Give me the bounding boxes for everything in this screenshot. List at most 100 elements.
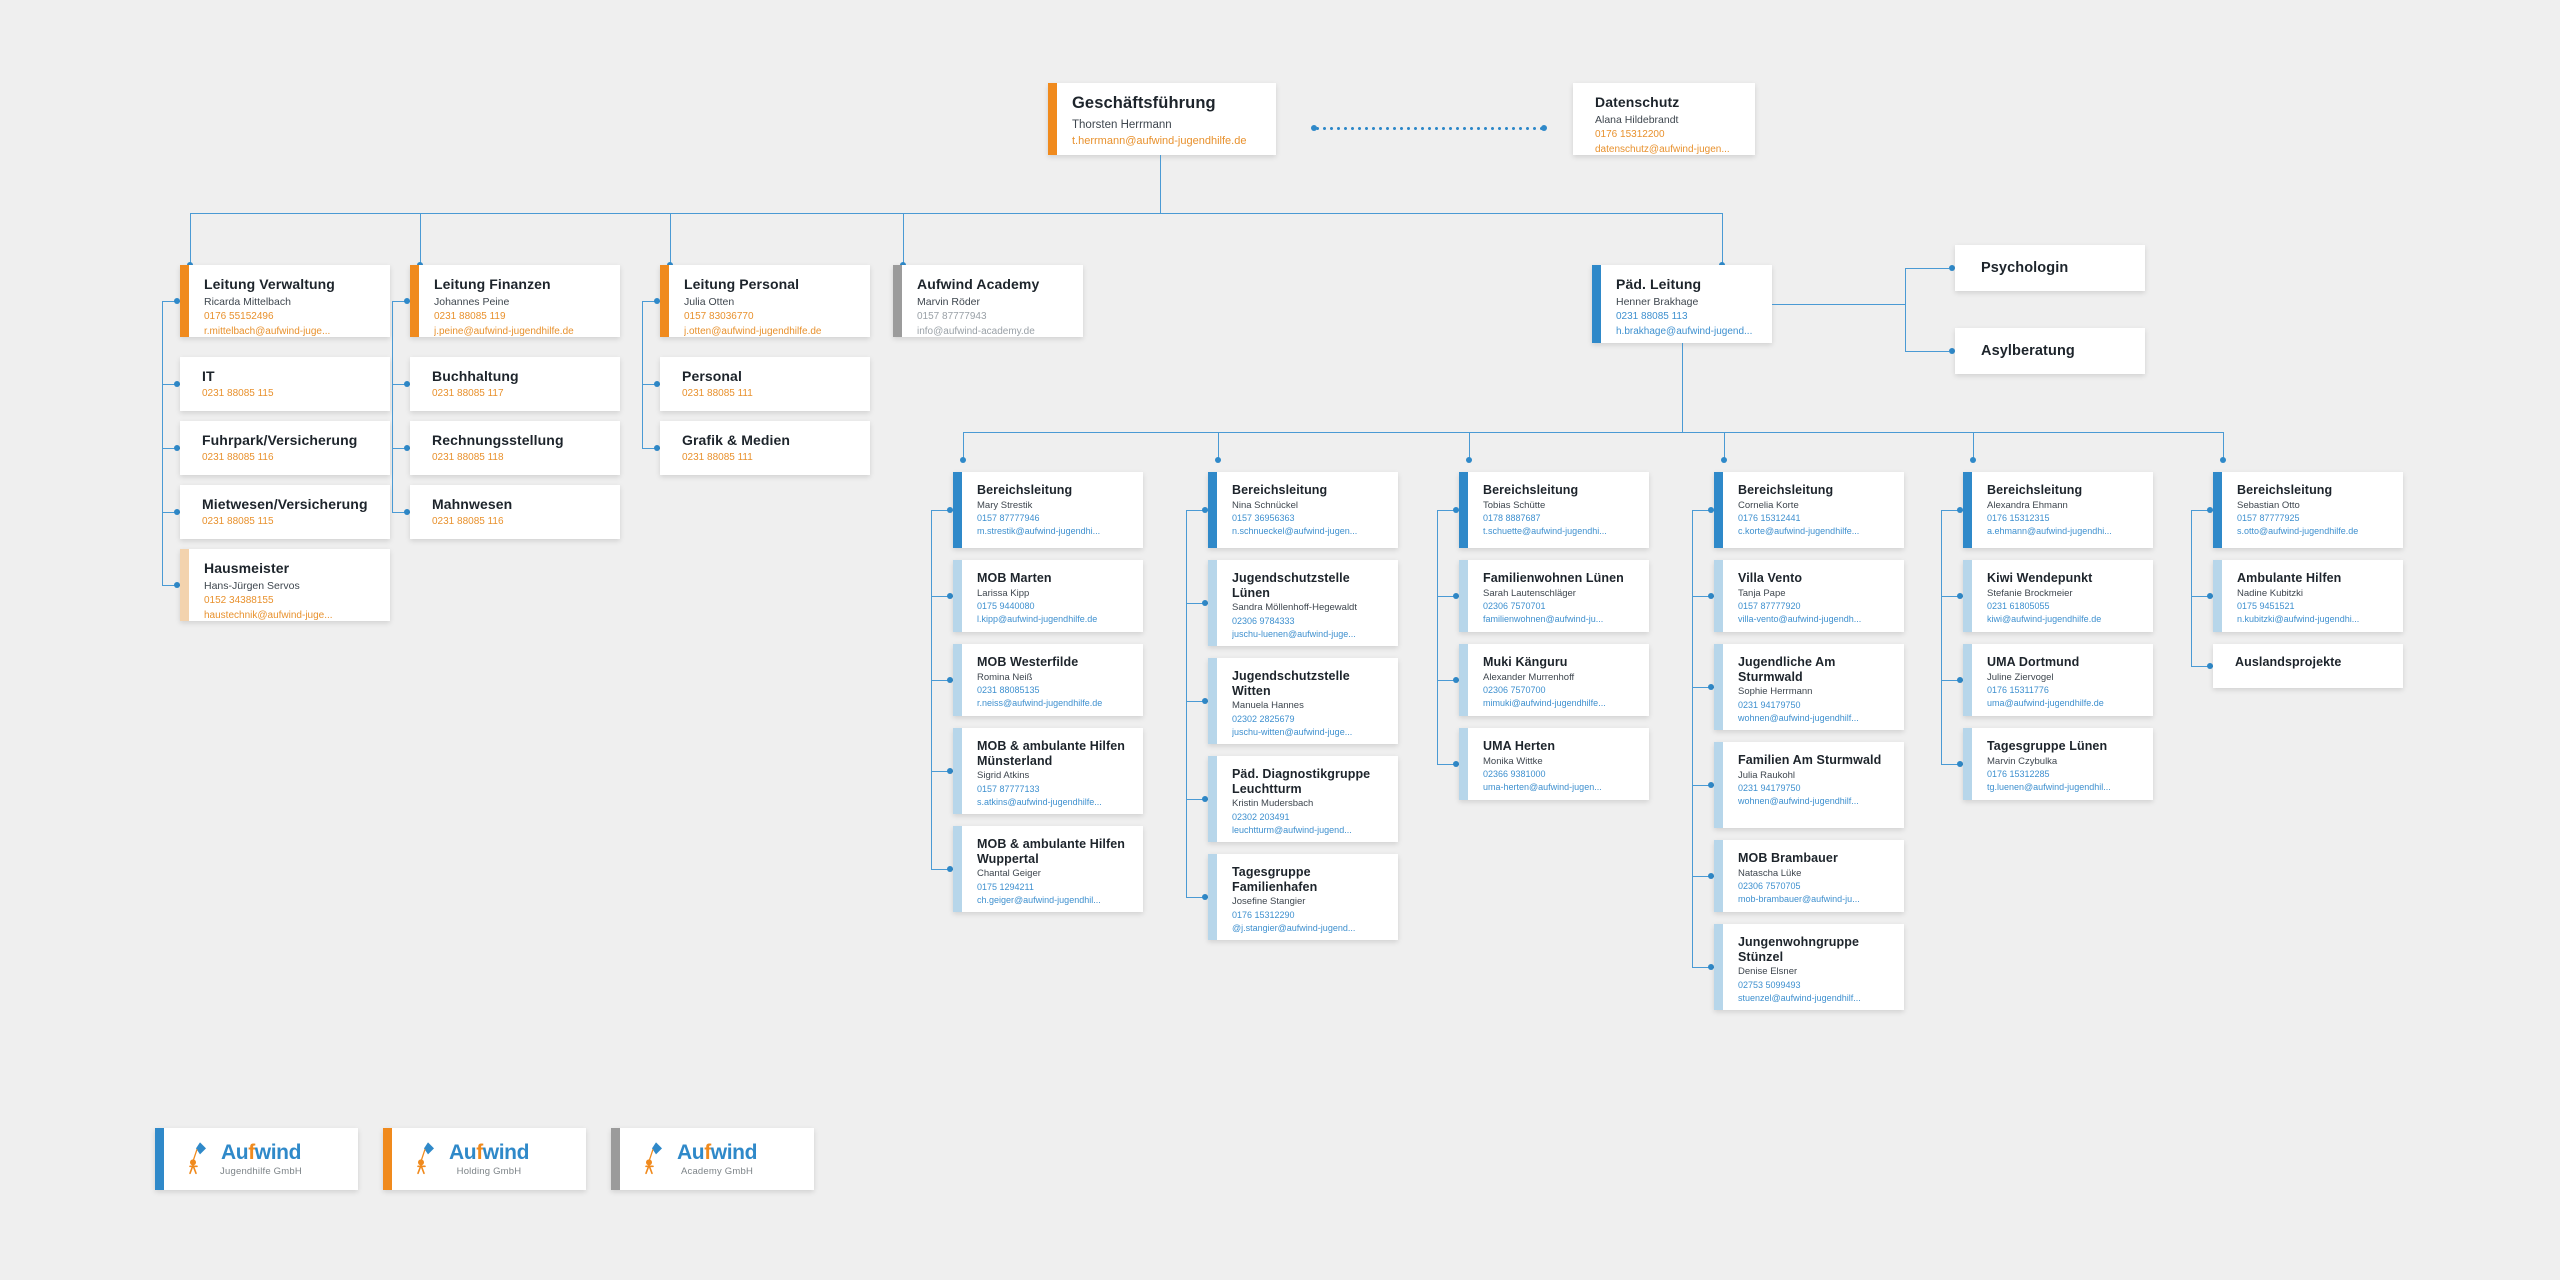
card-phone[interactable]: 0175 9440080 [977,601,1035,612]
card-phone[interactable]: 0231 88085135 [977,685,1040,696]
card-phone[interactable]: 0231 88085 119 [434,311,506,323]
card-phone[interactable]: 0231 88085 113 [1616,311,1688,323]
card-phone[interactable]: 0176 55152496 [204,311,274,323]
card-email[interactable]: wohnen@aufwind-jugendhilf... [1738,712,1859,723]
card-side-node-1[interactable]: Asylberatung [1955,328,2145,374]
card-phone[interactable]: 0231 88085 116 [432,516,504,528]
card-phone[interactable]: 02302 2825679 [1232,713,1295,724]
card-phone[interactable]: 0175 9451521 [2237,601,2295,612]
card-email[interactable]: info@aufwind-academy.de [917,325,1035,337]
card-phone[interactable]: 0157 87777133 [977,783,1040,794]
card-phone[interactable]: 02302 203491 [1232,811,1290,822]
card-phone[interactable]: 0176 15312285 [1987,769,2050,780]
card-phone[interactable]: 0157 36956363 [1232,513,1295,524]
card-email[interactable]: uma-herten@aufwind-jugen... [1483,782,1602,793]
card-email[interactable]: a.ehmann@aufwind-jugendhi... [1987,526,2112,537]
card-phone[interactable]: 0231 88085 111 [682,452,753,464]
card-phone[interactable]: 0157 87777946 [977,513,1040,524]
card-phone[interactable]: 0176 15312200 [1595,129,1665,141]
card-phone[interactable]: 0157 83036770 [684,311,754,323]
card-email[interactable]: mimuki@aufwind-jugendhilfe... [1483,698,1606,709]
card-phone[interactable]: 0178 8887687 [1483,513,1541,524]
card-phone[interactable]: 0176 15312290 [1232,909,1295,920]
card-phone[interactable]: 0231 94179750 [1738,783,1801,794]
card-phone[interactable]: 0231 88085 115 [202,388,274,400]
card-email[interactable]: r.mittelbach@aufwind-juge... [204,325,331,337]
card-email[interactable]: s.otto@aufwind-jugendhilfe.de [2237,526,2359,537]
card-phone[interactable]: 0176 15312315 [1987,513,2050,524]
card-phone[interactable]: 0175 1294211 [977,881,1034,892]
card-phone[interactable]: 0231 88085 117 [432,388,504,400]
card-email[interactable]: s.atkins@aufwind-jugendhilfe... [977,796,1102,807]
card-phone[interactable]: 0231 88085 111 [682,388,753,400]
card-email[interactable]: uma@aufwind-jugendhilfe.de [1987,698,2104,709]
card-email[interactable]: c.korte@aufwind-jugendhilfe... [1738,526,1860,537]
card-phone[interactable]: 0231 61805055 [1987,601,2050,612]
card-phone[interactable]: 0157 87777925 [2237,513,2300,524]
card-phone[interactable]: 0231 88085 118 [432,452,504,464]
card-email[interactable]: j.otten@aufwind-jugendhilfe.de [684,325,822,337]
card-email[interactable]: t.schuette@aufwind-jugendhi... [1483,526,1607,537]
card-phone[interactable]: 0157 87777920 [1738,601,1801,612]
card-email[interactable]: juschu-luenen@aufwind-juge... [1232,628,1356,639]
card-phone[interactable]: 0231 94179750 [1738,699,1801,710]
card-email[interactable]: ch.geiger@aufwind-jugendhil... [977,894,1101,905]
card-phone[interactable]: 02306 7570705 [1738,881,1801,892]
card-phone[interactable]: 02306 7570700 [1483,685,1546,696]
card-email[interactable]: mob-brambauer@aufwind-ju... [1738,894,1860,905]
card-email[interactable]: m.strestik@aufwind-jugendhi... [977,526,1101,537]
card-email[interactable]: n.schnueckel@aufwind-jugen... [1232,526,1358,537]
card-phone[interactable]: 02306 7570701 [1483,601,1546,612]
card-email[interactable]: kiwi@aufwind-jugendhilfe.de [1987,614,2102,625]
card-email[interactable]: villa-vento@aufwind-jugendh... [1738,614,1862,625]
card-email[interactable]: stuenzel@aufwind-jugendhilf... [1738,992,1861,1003]
card-email[interactable]: familienwohnen@aufwind-ju... [1483,614,1604,625]
card-phone[interactable]: 0176 15312441 [1738,513,1801,524]
card-email[interactable]: wohnen@aufwind-jugendhilf... [1738,796,1859,807]
card-phone[interactable]: 0157 87777943 [917,311,987,323]
card-side-node-0[interactable]: Psychologin [1955,245,2145,291]
card-email[interactable]: n.kubitzki@aufwind-jugendhi... [2237,614,2360,625]
card-email[interactable]: @j.stangier@aufwind-jugend... [1232,922,1356,933]
card-email[interactable]: juschu-witten@aufwind-juge... [1232,726,1353,737]
